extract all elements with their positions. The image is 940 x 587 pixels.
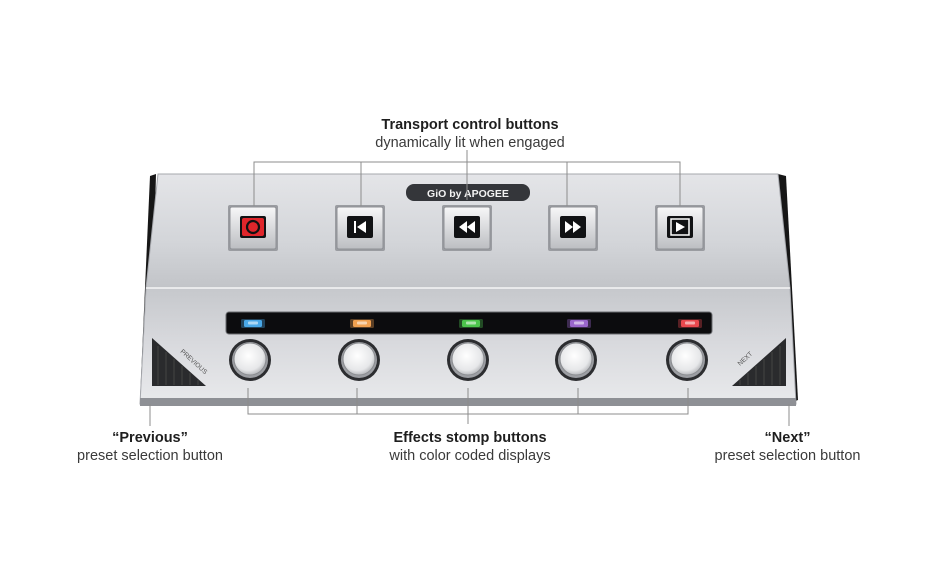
return-to-start-button[interactable] [335,205,385,251]
rewind-icon [459,221,475,233]
stomp-led-4 [567,319,591,328]
next-callout-title: “Next” [764,430,811,446]
next-callout: “Next” preset selection button [680,429,895,465]
stomp-led-indicators [241,319,702,328]
stomp-button-3[interactable] [447,339,489,381]
record-icon [242,218,264,236]
effects-stomp-buttons [229,339,708,381]
previous-callout-subtitle: preset selection button [77,448,223,464]
effects-callout-subtitle: with color coded displays [389,448,551,464]
stomp-led-3 [459,319,483,328]
stomp-button-2[interactable] [338,339,380,381]
stomp-button-5[interactable] [666,339,708,381]
fast-forward-icon [565,221,581,233]
fast-forward-button[interactable] [548,205,598,251]
stomp-led-5 [678,319,702,328]
record-button[interactable] [228,205,278,251]
rewind-button[interactable] [442,205,492,251]
transport-callout-subtitle: dynamically lit when engaged [375,135,565,151]
stomp-button-4[interactable] [555,339,597,381]
effects-callout-title: Effects stomp buttons [393,430,547,446]
previous-callout-title: “Previous” [112,430,188,446]
skip-back-icon [354,221,366,233]
transport-bracket [253,150,681,206]
previous-callout: “Previous” preset selection button [40,429,260,465]
brand-logo: GiO by APOGEE [406,184,530,201]
transport-callout: Transport control buttons dynamically li… [290,116,650,152]
play-icon [670,218,690,236]
transport-callout-title: Transport control buttons [381,117,559,133]
play-button[interactable] [655,205,705,251]
stomp-led-1 [241,319,265,328]
transport-buttons [228,205,705,251]
next-callout-subtitle: preset selection button [714,448,861,464]
stomp-button-1[interactable] [229,339,271,381]
brand-logo-text: GiO by APOGEE [427,188,509,200]
effects-callout: Effects stomp buttons with color coded d… [300,429,640,465]
effects-bracket [247,388,689,424]
stomp-led-2 [350,319,374,328]
